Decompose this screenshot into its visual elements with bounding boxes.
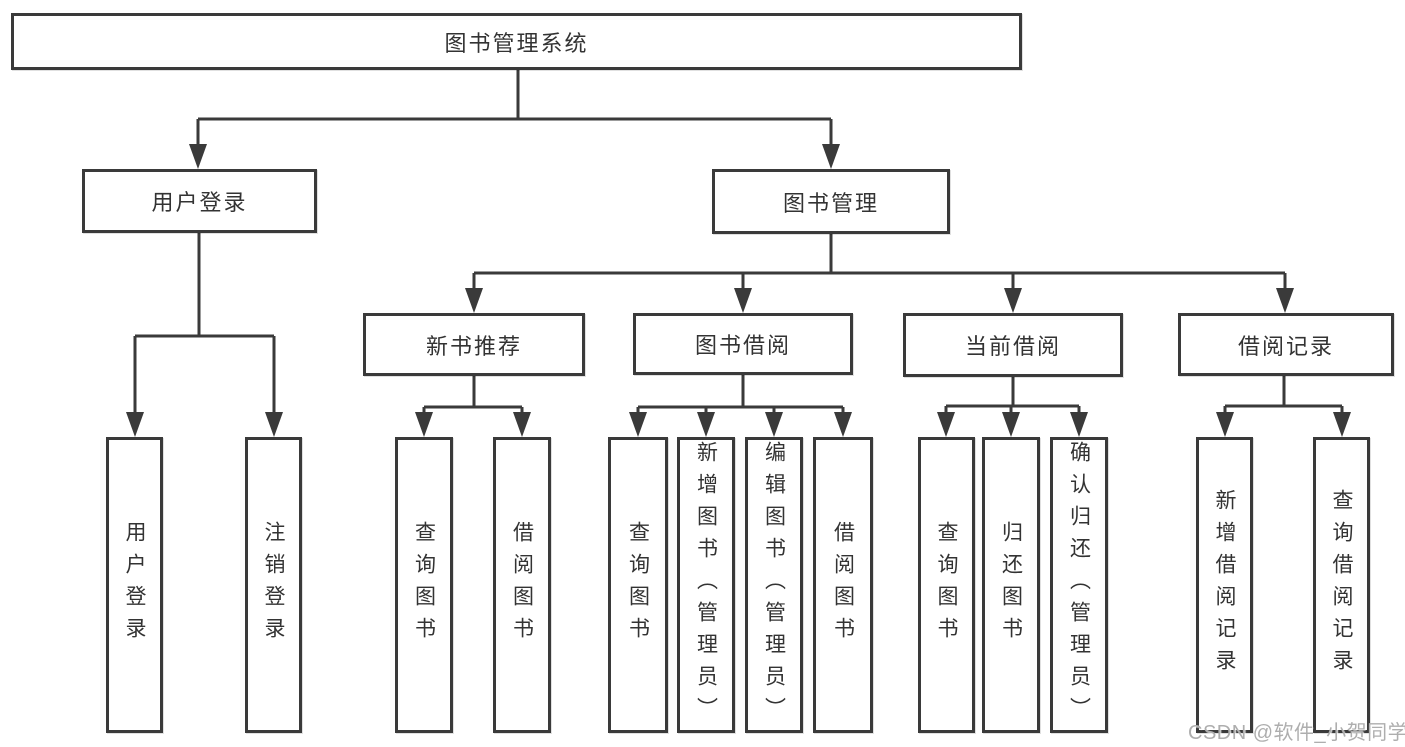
csdn-watermark: CSDN @软件_小贺同学	[1188, 722, 1405, 744]
leaf-records-query-record: 查询借阅记录	[1313, 437, 1370, 733]
node-label: 确认归还（管理员）	[1067, 441, 1091, 729]
node-book-borrowing: 图书借阅	[633, 313, 853, 375]
leaf-current-return-books: 归还图书	[982, 437, 1040, 733]
node-new-book-recommendation: 新书推荐	[363, 313, 585, 376]
node-label: 用户登录	[151, 190, 248, 215]
node-label: 图书借阅	[694, 333, 791, 358]
node-label: 借阅图书	[510, 521, 534, 649]
node-label: 查询图书	[626, 521, 650, 649]
leaf-current-confirm-return-admin: 确认归还（管理员）	[1050, 437, 1108, 733]
node-label: 编辑图书（管理员）	[762, 441, 786, 729]
node-label: 查询借阅记录	[1330, 489, 1353, 681]
leaf-borrowing-query-books: 查询图书	[608, 437, 668, 733]
node-current-borrowing: 当前借阅	[903, 313, 1123, 377]
leaf-borrowing-borrow-books: 借阅图书	[813, 437, 873, 733]
node-root: 图书管理系统	[11, 13, 1022, 70]
node-label: 新增借阅记录	[1213, 489, 1236, 681]
node-label: 借阅图书	[831, 521, 855, 649]
leaf-logout: 注销登录	[245, 437, 302, 733]
node-label: 注销登录	[262, 521, 285, 649]
node-label: 借阅记录	[1237, 333, 1334, 359]
node-label: 用户登录	[123, 521, 146, 649]
node-label: 查询图书	[935, 521, 958, 649]
leaf-borrowing-edit-books-admin: 编辑图书（管理员）	[745, 437, 803, 733]
leaf-records-add-record: 新增借阅记录	[1196, 437, 1253, 733]
leaf-borrowing-add-books-admin: 新增图书（管理员）	[677, 437, 735, 733]
node-label: 当前借阅	[964, 334, 1061, 359]
node-label: 图书管理	[782, 190, 879, 216]
leaf-current-query-books: 查询图书	[918, 437, 975, 733]
leaf-newrec-borrow-books: 借阅图书	[493, 437, 551, 733]
node-label: 新书推荐	[425, 333, 522, 359]
node-label: 查询图书	[412, 521, 436, 649]
node-label: 新增图书（管理员）	[694, 441, 718, 729]
node-user-login: 用户登录	[82, 169, 317, 233]
node-borrowing-records: 借阅记录	[1178, 313, 1394, 376]
node-label: 图书管理系统	[444, 30, 589, 56]
node-label: 归还图书	[999, 521, 1023, 649]
leaf-user-login: 用户登录	[106, 437, 163, 733]
node-book-management: 图书管理	[712, 169, 950, 234]
leaf-newrec-query-books: 查询图书	[395, 437, 453, 733]
